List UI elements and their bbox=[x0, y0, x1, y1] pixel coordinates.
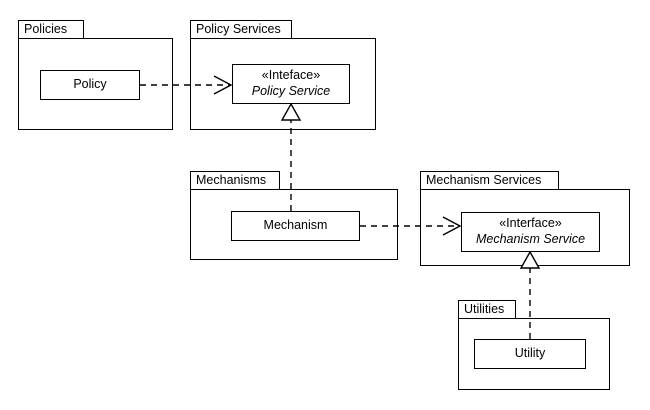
package-utilities-label: Utilities bbox=[464, 302, 505, 317]
package-mechanisms-tab: Mechanisms bbox=[190, 171, 280, 190]
interface-box-mechanism-service[interactable]: «Interface» Mechanism Service bbox=[461, 212, 600, 252]
package-policy-services-tab: Policy Services bbox=[190, 20, 292, 39]
package-mechanism-services-label: Mechanism Services bbox=[426, 173, 542, 188]
package-mechanism-services-tab: Mechanism Services bbox=[420, 171, 559, 190]
class-name-policy: Policy bbox=[73, 77, 107, 92]
class-box-policy[interactable]: Policy bbox=[40, 70, 140, 100]
stereotype-mechanism-service: «Interface» bbox=[499, 216, 562, 231]
package-mechanisms-label: Mechanisms bbox=[196, 173, 267, 188]
interface-name-policy-service: Policy Service bbox=[251, 84, 331, 98]
package-policies-tab: Policies bbox=[18, 20, 84, 39]
package-policies-label: Policies bbox=[24, 22, 68, 37]
class-box-mechanism[interactable]: Mechanism bbox=[231, 211, 360, 241]
class-box-utility[interactable]: Utility bbox=[474, 339, 586, 369]
interface-name-mechanism-service: Mechanism Service bbox=[475, 232, 586, 246]
class-name-mechanism: Mechanism bbox=[263, 218, 328, 233]
stereotype-policy-service: «Inteface» bbox=[261, 68, 321, 83]
package-utilities-tab: Utilities bbox=[458, 300, 516, 319]
interface-box-policy-service[interactable]: «Inteface» Policy Service bbox=[232, 64, 350, 104]
package-policy-services-label: Policy Services bbox=[196, 22, 281, 37]
class-name-utility: Utility bbox=[514, 346, 546, 361]
